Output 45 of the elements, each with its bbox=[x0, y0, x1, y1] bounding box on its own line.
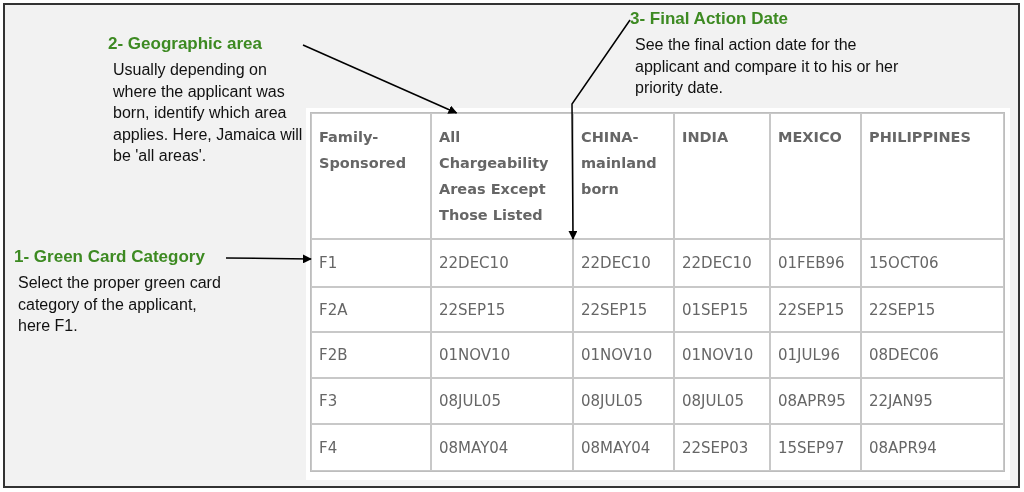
arrow bbox=[568, 19, 631, 240]
callout-text: See the final action date for the applicant and compare it to his or her priority date. bbox=[635, 35, 900, 98]
callout-heading: 2- Geographic area bbox=[108, 33, 262, 55]
callout-text: Select the proper green card category of the applicant, here F1. bbox=[18, 273, 222, 336]
column-header: All Chargeability Areas Except Those Listed bbox=[431, 113, 573, 239]
column-header: CHINA- mainland born bbox=[573, 113, 674, 239]
table-cell: 22DEC10 bbox=[431, 239, 573, 287]
table-cell: 08JUL05 bbox=[573, 378, 674, 424]
table-cell: 08DEC06 bbox=[861, 332, 1004, 378]
table-cell: 01SEP15 bbox=[674, 287, 770, 332]
table-cell: F1 bbox=[311, 239, 431, 287]
column-header: INDIA bbox=[674, 113, 770, 239]
table-cell: 08MAY04 bbox=[431, 424, 573, 471]
callout-text: Usually depending on where the applicant was born, identify which area applies. Here, Jamaica will be 'all areas'. bbox=[113, 60, 303, 166]
callout-heading: 1- Green Card Category bbox=[14, 246, 205, 268]
table-cell: 15OCT06 bbox=[861, 239, 1004, 287]
table-cell: F3 bbox=[311, 378, 431, 424]
table-cell: 01NOV10 bbox=[573, 332, 674, 378]
table-cell: F2B bbox=[311, 332, 431, 378]
table-cell: F4 bbox=[311, 424, 431, 471]
table-cell: 01JUL96 bbox=[770, 332, 861, 378]
table-cell: 22SEP15 bbox=[431, 287, 573, 332]
arrow bbox=[225, 254, 312, 264]
callout-heading: 3- Final Action Date bbox=[630, 8, 789, 30]
table-cell: F2A bbox=[311, 287, 431, 332]
table-cell: 22SEP15 bbox=[573, 287, 674, 332]
table-cell: 22SEP15 bbox=[861, 287, 1004, 332]
column-header: Family- Sponsored bbox=[311, 113, 431, 239]
table-cell: 08MAY04 bbox=[573, 424, 674, 471]
table-cell: 01NOV10 bbox=[431, 332, 573, 378]
table-cell: 22SEP15 bbox=[770, 287, 861, 332]
table-cell: 22DEC10 bbox=[573, 239, 674, 287]
table-cell: 08APR94 bbox=[861, 424, 1004, 471]
table-cell: 22DEC10 bbox=[674, 239, 770, 287]
table-cell: 01NOV10 bbox=[674, 332, 770, 378]
table-cell: 08APR95 bbox=[770, 378, 861, 424]
table-cell: 15SEP97 bbox=[770, 424, 861, 471]
arrow bbox=[302, 44, 458, 114]
table-cell: 01FEB96 bbox=[770, 239, 861, 287]
column-header: MEXICO bbox=[770, 113, 861, 239]
table-cell: 08JUL05 bbox=[674, 378, 770, 424]
table-cell: 22JAN95 bbox=[861, 378, 1004, 424]
column-header: PHILIPPINES bbox=[861, 113, 1004, 239]
table-cell: 22SEP03 bbox=[674, 424, 770, 471]
table-cell: 08JUL05 bbox=[431, 378, 573, 424]
